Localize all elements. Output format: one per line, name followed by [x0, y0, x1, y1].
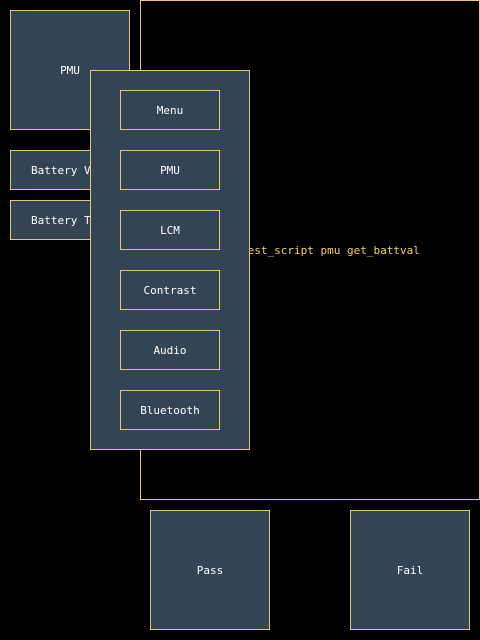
- menu-item-label: LCM: [160, 223, 180, 237]
- menu-item-label: Contrast: [143, 283, 197, 297]
- menu-item-label: PMU: [160, 163, 180, 177]
- fail-button[interactable]: Fail: [350, 510, 470, 630]
- menu-item-bluetooth[interactable]: Bluetooth: [120, 390, 220, 430]
- menu-item-label: Bluetooth: [140, 403, 200, 417]
- pmu-tile-label: PMU: [60, 63, 80, 77]
- popup-menu: Menu PMU LCM Contrast Audio Bluetooth: [90, 70, 250, 450]
- console-output-text: test_script pmu get_battval: [241, 244, 420, 257]
- pass-button-label: Pass: [196, 563, 224, 577]
- menu-item-menu[interactable]: Menu: [120, 90, 220, 130]
- pass-button[interactable]: Pass: [150, 510, 270, 630]
- menu-item-lcm[interactable]: LCM: [120, 210, 220, 250]
- menu-item-contrast[interactable]: Contrast: [120, 270, 220, 310]
- fail-button-label: Fail: [396, 563, 424, 577]
- menu-item-audio[interactable]: Audio: [120, 330, 220, 370]
- menu-item-pmu[interactable]: PMU: [120, 150, 220, 190]
- menu-item-label: Audio: [153, 343, 187, 357]
- menu-item-label: Menu: [156, 103, 184, 117]
